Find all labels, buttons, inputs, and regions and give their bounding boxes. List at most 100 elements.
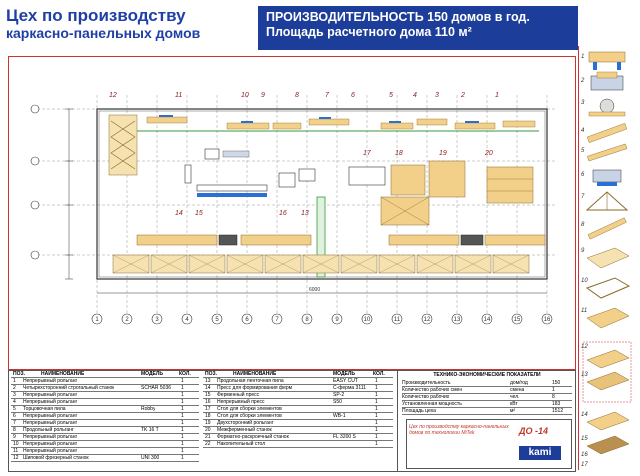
sidebar-mark: 2: [580, 78, 585, 84]
sidebar-mark: 4: [581, 128, 585, 134]
cell: 1: [181, 441, 184, 447]
table-row: 13 Продольная ленточная пила EASY CUT 1: [203, 378, 393, 385]
stamp-description: Цех по производству каркасно-панельных д…: [409, 424, 509, 436]
callout-label: 13: [301, 210, 309, 217]
cell: SCHAR 5036: [141, 385, 172, 391]
table-row: Производительность дом/год 150: [402, 380, 572, 387]
callout-label: 19: [439, 150, 447, 157]
callout-label: 8: [295, 92, 299, 99]
col-header: ПОЗ.: [205, 371, 218, 377]
sidebar-mark: 13: [581, 372, 588, 378]
table-row: 5 Торцовочная пила Robby 1: [11, 406, 199, 413]
table-row: 6 Непрерывный рольганг 1: [11, 413, 199, 420]
cell: Количество рабочих смен: [402, 387, 463, 393]
cell: 1: [375, 427, 378, 433]
cell: 21: [205, 434, 211, 440]
saw-icon: [588, 98, 626, 117]
axis-number: 6: [245, 317, 249, 323]
title-stamp: Цех по производству каркасно-панельных д…: [406, 419, 572, 469]
sidebar-mark: 3: [581, 100, 585, 106]
table-icon: [586, 247, 630, 269]
cell: EASY CUT: [333, 378, 358, 384]
axis-number: 1: [95, 317, 99, 323]
cell: Форматно-раскроечный станок: [217, 434, 289, 440]
drawing-code: ДО -14: [519, 426, 549, 436]
axis-number: 11: [394, 317, 401, 323]
col-header: ПОЗ.: [13, 371, 26, 377]
cell: 20: [205, 427, 211, 433]
table-row: 17 Стол для сборки элементов 1: [203, 406, 393, 413]
cell: 1: [181, 455, 184, 461]
cell: Robby: [141, 406, 156, 412]
table-row: 11 Непрерывный рольганг 1: [11, 448, 199, 455]
axis-number: 16: [544, 317, 551, 323]
sidebar-mark: 5: [581, 148, 585, 154]
axis-number: 10: [364, 317, 371, 323]
cell: 1: [181, 392, 184, 398]
cell: Непрерывный рольганг: [23, 448, 78, 454]
cell: Непрерывный рольганг: [23, 399, 78, 405]
cell: 1: [181, 406, 184, 412]
cell: 5: [13, 406, 16, 412]
cell: Четырехсторонний строгальный станок: [23, 385, 115, 391]
table-row: Установленная мощность кВт 183: [402, 401, 572, 408]
cell: 1: [375, 385, 378, 391]
callout-label: 10: [241, 92, 249, 99]
cell: Шиповой фрезерный станок: [23, 455, 89, 461]
cell: 14: [205, 385, 211, 391]
cell: 22: [205, 441, 211, 447]
col-header: МОДЕЛЬ: [141, 371, 163, 377]
cell: Накопительный стол: [217, 441, 266, 447]
equipment-icons: 1 2 3 4 5 6 7 8 9 10 11 12 13 14 15 16 1…: [580, 51, 632, 468]
cell: 1: [181, 399, 184, 405]
cell: 12: [13, 455, 19, 461]
cell: 1: [13, 378, 16, 384]
table-row: 15 Ферменный пресс SP-2 1: [203, 392, 393, 399]
cell: С-ферма 3111: [333, 385, 366, 391]
cell: Непрерывный рольганг: [23, 378, 78, 384]
banner-line-1: ПРОИЗВОДИТЕЛЬНОСТЬ 150 домов в год.: [266, 10, 530, 24]
table-row: 12 Шиповой фрезерный станок UNI 300 1: [11, 455, 199, 462]
table-row: 2 Четырехсторонний строгальный станок SC…: [11, 385, 199, 392]
beam-icon: [587, 217, 627, 240]
table-row: 21 Форматно-раскроечный станок FL 3200 S…: [203, 434, 393, 441]
table-row: Количество рабочих смен смена 1: [402, 387, 572, 394]
frame-icon: [585, 277, 631, 299]
cell: 7: [13, 420, 16, 426]
planer-icon: [590, 71, 624, 91]
callout-label: 14: [175, 210, 183, 217]
callout-label: 11: [175, 92, 182, 99]
cell: FL 3200 S: [333, 434, 356, 440]
cell: Пресс для формирования ферм: [217, 385, 293, 391]
cell: 1: [375, 406, 378, 412]
sidebar-mark: 15: [581, 436, 588, 442]
axis-number: 14: [484, 317, 491, 323]
cell: 1: [181, 427, 184, 433]
cell: Стол для сборки элементов: [217, 406, 282, 412]
specification-tables: ПОЗ. НАИМЕНОВАНИЕ МОДЕЛЬ КОЛ. 1 Непрерыв…: [8, 370, 576, 472]
table-row: 8 Продольный рольганг TK 16 T 1: [11, 427, 199, 434]
cell: 1: [181, 385, 184, 391]
cell: чел.: [510, 394, 520, 400]
floor-plan-drawing: 6000 1 2 3 4 5 6 7 8 9: [30, 92, 557, 325]
table-row: 19 Двухсторонний рольганг 1: [203, 420, 393, 427]
sidebar-mark: 10: [581, 278, 588, 284]
cell: Установленная мощность: [402, 401, 462, 407]
callout-label: 1: [495, 92, 499, 99]
banner-line-2: Площадь расчетного дома 110 м²: [266, 25, 472, 39]
cell: 10: [13, 441, 19, 447]
cell: Непрерывный рольганг: [23, 420, 78, 426]
cell: SP-2: [333, 392, 345, 398]
table-row: Площадь цеха м² 1512: [402, 408, 572, 415]
cell: S50: [333, 399, 342, 405]
axis-number: 15: [514, 317, 521, 323]
cell: 1: [375, 413, 378, 419]
cell: Непрерывный рольганг: [23, 392, 78, 398]
sidebar-mark: 1: [581, 54, 584, 60]
cell: 1: [181, 413, 184, 419]
table-row: 20 Межферменный станок 1: [203, 427, 393, 434]
cell: 8: [13, 427, 16, 433]
cell: 1: [181, 434, 184, 440]
table-row: 14 Пресс для формирования ферм С-ферма 3…: [203, 385, 393, 392]
